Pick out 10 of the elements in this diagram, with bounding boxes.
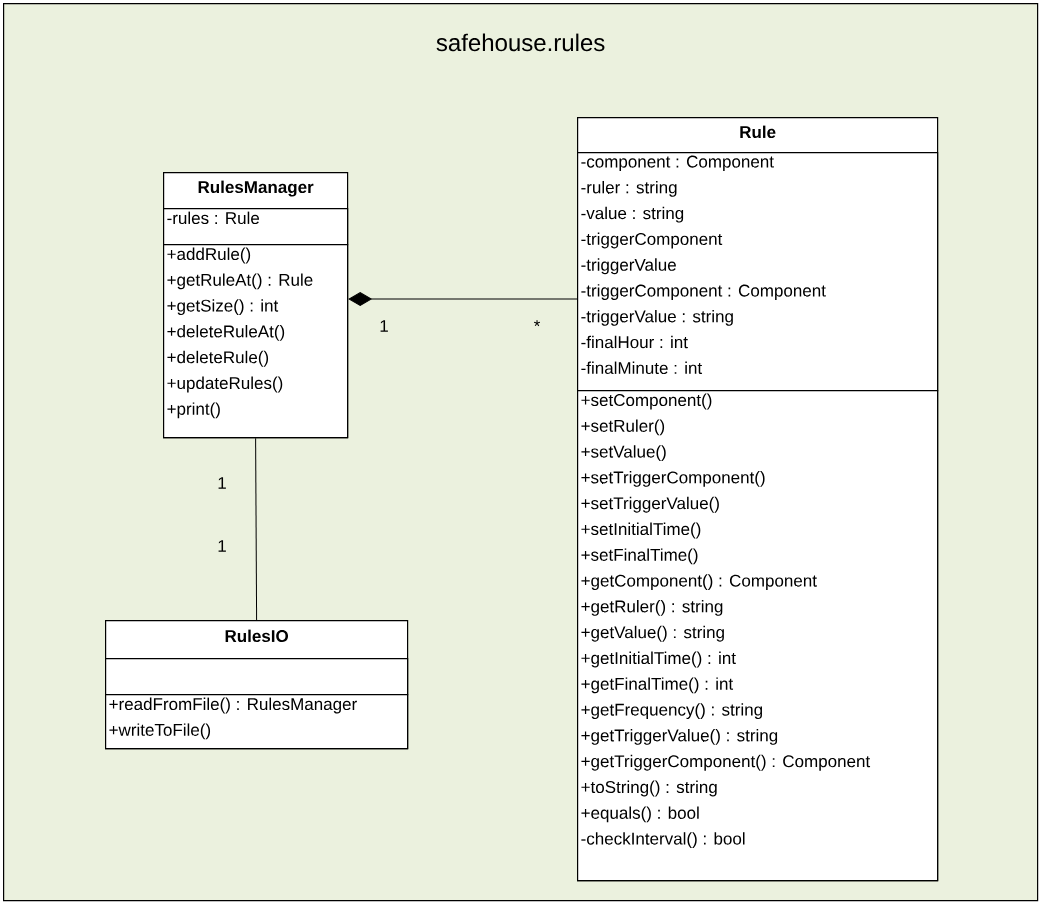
multiplicity-label: * — [533, 320, 541, 327]
attribute-compartment: -component : Component -ruler : string -value : string -triggerComponent -triggerValue -triggerComponent : Component -triggerValue : string -finalHour : int -finalMinute : int — [577, 152, 939, 392]
attribute-compartment: -rules : Rule — [163, 208, 349, 246]
multiplicity-label: 1 — [218, 477, 226, 489]
method-compartment: +readFromFile() : RulesManager +writeToFile() — [105, 694, 409, 750]
composition-line — [348, 292, 578, 306]
multiplicity-label: 1 — [218, 540, 226, 552]
multiplicity-label: 1 — [380, 320, 388, 332]
association-line — [255, 437, 258, 621]
compartment-box — [105, 658, 409, 696]
